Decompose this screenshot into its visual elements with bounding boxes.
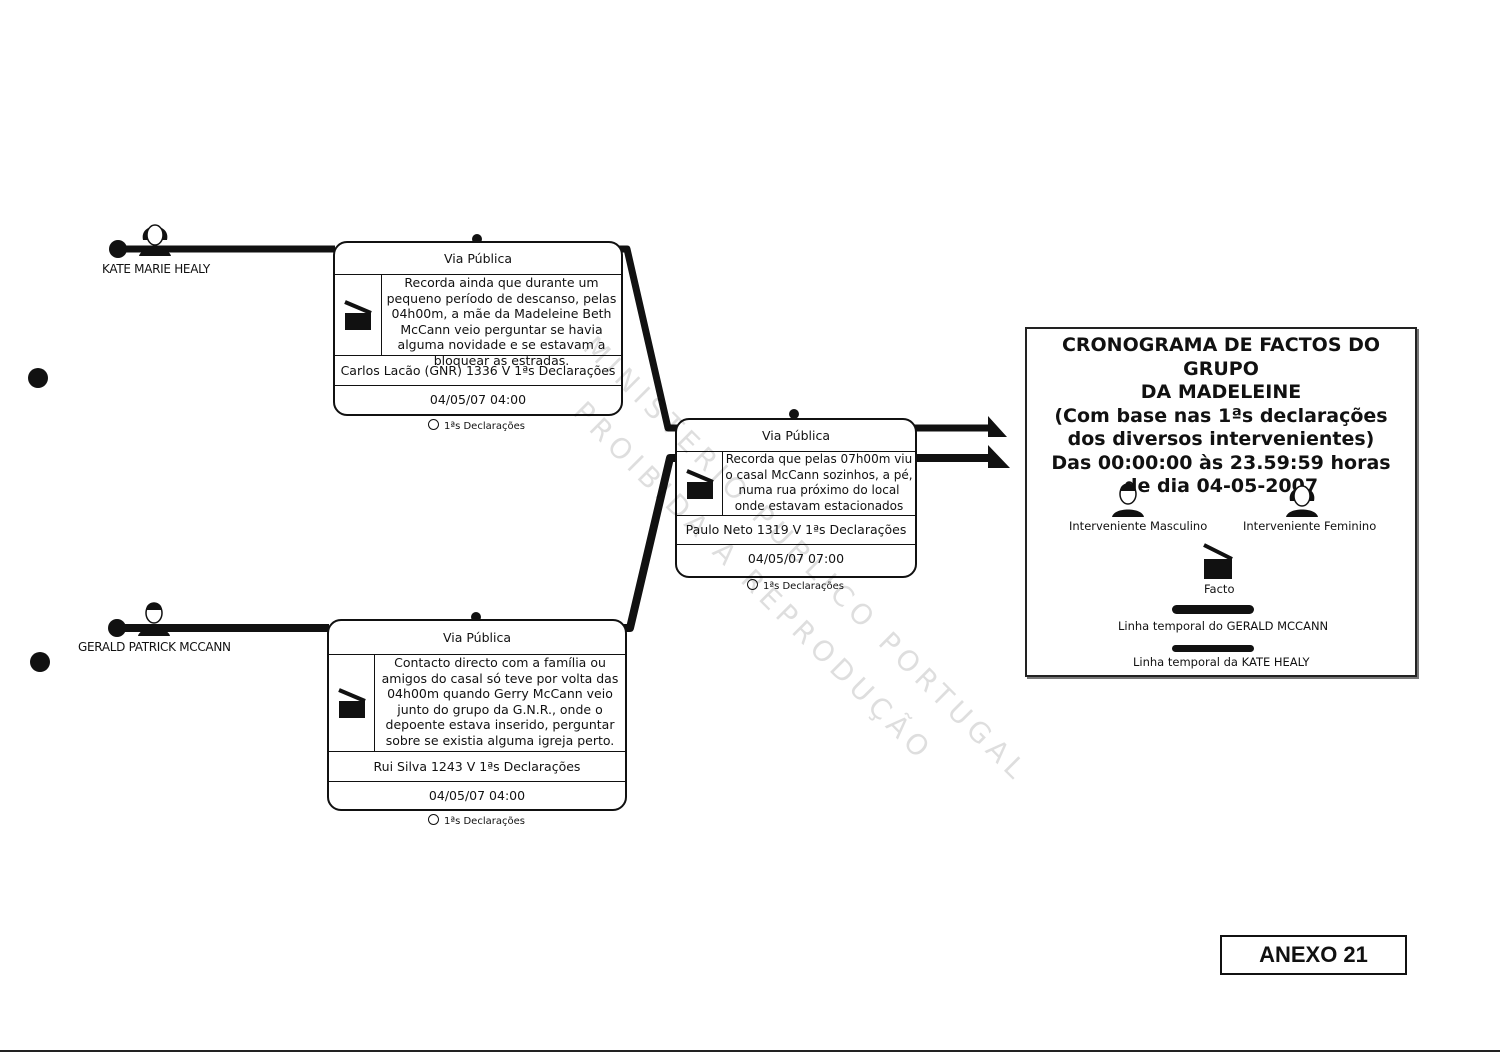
annex-label: ANEXO 21 — [1220, 935, 1407, 975]
event-anchor-dot — [789, 409, 799, 419]
arrow-head-icon — [988, 445, 1010, 468]
event-location: Via Pública — [443, 250, 513, 266]
event-datetime: 04/05/07 07:00 — [677, 544, 915, 573]
legend-female-label: Interveniente Feminino — [1243, 519, 1377, 533]
event-card[interactable]: Via Pública Contacto directo com a famíl… — [327, 619, 627, 811]
male-person-icon — [138, 602, 170, 636]
event-location: Via Pública — [761, 427, 831, 443]
event-source: Carlos Lacão (GNR) 1336 V 1ªs Declaraçõe… — [335, 355, 621, 385]
circle-icon — [428, 419, 439, 430]
event-datetime: 04/05/07 04:00 — [329, 781, 625, 810]
circle-icon — [428, 814, 439, 825]
event-description: Recorda ainda que durante um pequeno per… — [386, 275, 617, 368]
actor-name-kate: KATE MARIE HEALY — [102, 262, 210, 276]
legend-male-label: Interveniente Masculino — [1069, 519, 1208, 533]
legend-kate-line-label: Linha temporal da KATE HEALY — [1133, 655, 1310, 669]
event-datetime: 04/05/07 04:00 — [335, 385, 621, 414]
fact-clapper-icon — [677, 452, 723, 515]
circle-icon — [747, 579, 758, 590]
legend-gerald-line-label: Linha temporal do GERALD MCCANN — [1118, 619, 1329, 633]
female-person-icon — [139, 224, 171, 256]
event-description: Recorda que pelas 07h00m viu o casal McC… — [725, 452, 913, 513]
event-caption: 1ªs Declarações — [428, 814, 525, 827]
event-caption: 1ªs Declarações — [747, 579, 844, 592]
event-location: Via Pública — [442, 629, 512, 645]
event-source: Paulo Neto 1319 V 1ªs Declarações — [677, 515, 915, 544]
event-source: Rui Silva 1243 V 1ªs Declarações — [329, 751, 625, 781]
event-caption: 1ªs Declarações — [428, 419, 525, 432]
margin-bullet — [30, 652, 50, 672]
margin-bullet — [28, 368, 48, 388]
fact-clapper-icon — [1203, 543, 1233, 579]
fact-clapper-icon — [329, 655, 375, 751]
legend-title: CRONOGRAMA DE FACTOS DO GRUPO DA MADELEI… — [1051, 334, 1391, 497]
event-description: Contacto directo com a família ou amigos… — [381, 655, 619, 748]
gerald-timeline — [623, 454, 677, 632]
event-card[interactable]: Via Pública Recorda ainda que durante um… — [333, 241, 623, 416]
actor-name-gerald: GERALD PATRICK MCCANN — [78, 640, 231, 654]
event-card[interactable]: Via Pública Recorda que pelas 07h00m viu… — [675, 418, 917, 578]
female-person-icon — [1286, 485, 1318, 517]
kate-timeline — [619, 245, 677, 432]
kate-line-swatch — [1172, 645, 1254, 652]
legend-fact-label: Facto — [1204, 582, 1235, 596]
legend-panel: CRONOGRAMA DE FACTOS DO GRUPO DA MADELEI… — [1025, 327, 1417, 677]
gerald-line-swatch — [1172, 605, 1254, 614]
arrow-head-icon — [988, 416, 1007, 437]
male-person-icon — [1112, 483, 1144, 517]
fact-clapper-icon — [335, 275, 382, 355]
